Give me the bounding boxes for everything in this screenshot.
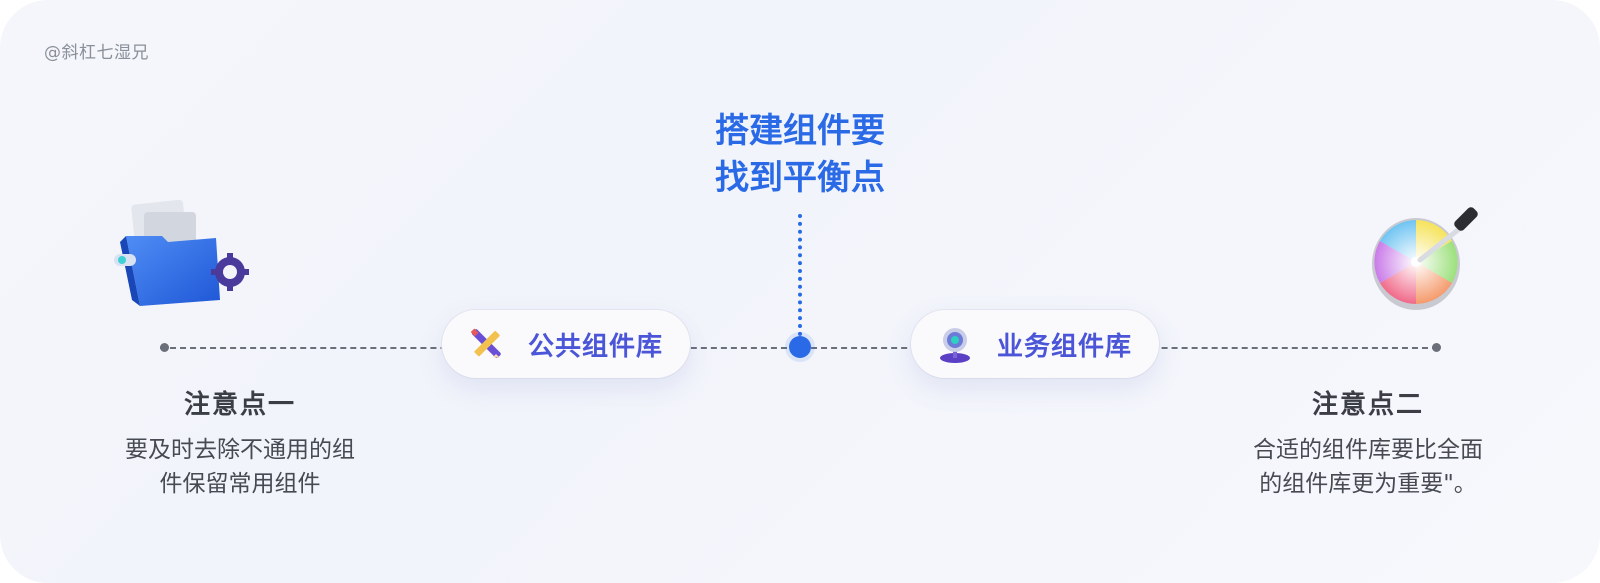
diagram-title: 搭建组件要 找到平衡点 [660, 108, 940, 202]
timeline-end-dot [1432, 343, 1441, 352]
public-library-label: 公共组件库 [528, 331, 664, 362]
note-one-line-2: 件保留常用组件 [159, 471, 321, 497]
note-two: 注意点二 合适的组件库要比全面 的组件库更为重要"。 [1218, 384, 1518, 501]
note-two-line-2: 的组件库更为重要"。 [1259, 471, 1477, 497]
business-library-label: 业务组件库 [997, 331, 1133, 362]
note-one-title: 注意点一 [183, 390, 296, 420]
center-connector-line [798, 214, 802, 336]
timeline-start-dot [160, 343, 169, 352]
public-library-pill: 公共组件库 [442, 310, 690, 378]
note-one: 注意点一 要及时去除不通用的组 件保留常用组件 [100, 384, 380, 501]
title-line-1: 搭建组件要 [715, 111, 885, 151]
balance-point-dot [789, 336, 811, 358]
color-wheel-picker-icon [1372, 207, 1478, 310]
note-two-title: 注意点二 [1311, 390, 1424, 420]
note-one-body: 要及时去除不通用的组 件保留常用组件 [100, 433, 380, 501]
pencil-ruler-icon [470, 328, 501, 359]
note-one-line-1: 要及时去除不通用的组 [125, 437, 355, 463]
note-two-body: 合适的组件库要比全面 的组件库更为重要"。 [1218, 433, 1518, 501]
webcam-icon [940, 328, 970, 363]
title-line-2: 找到平衡点 [715, 158, 885, 198]
watermark: @斜杠七湿兄 [44, 43, 149, 63]
note-two-line-1: 合适的组件库要比全面 [1253, 437, 1483, 463]
folder-gear-icon [114, 200, 249, 306]
business-library-pill: 业务组件库 [911, 310, 1159, 378]
